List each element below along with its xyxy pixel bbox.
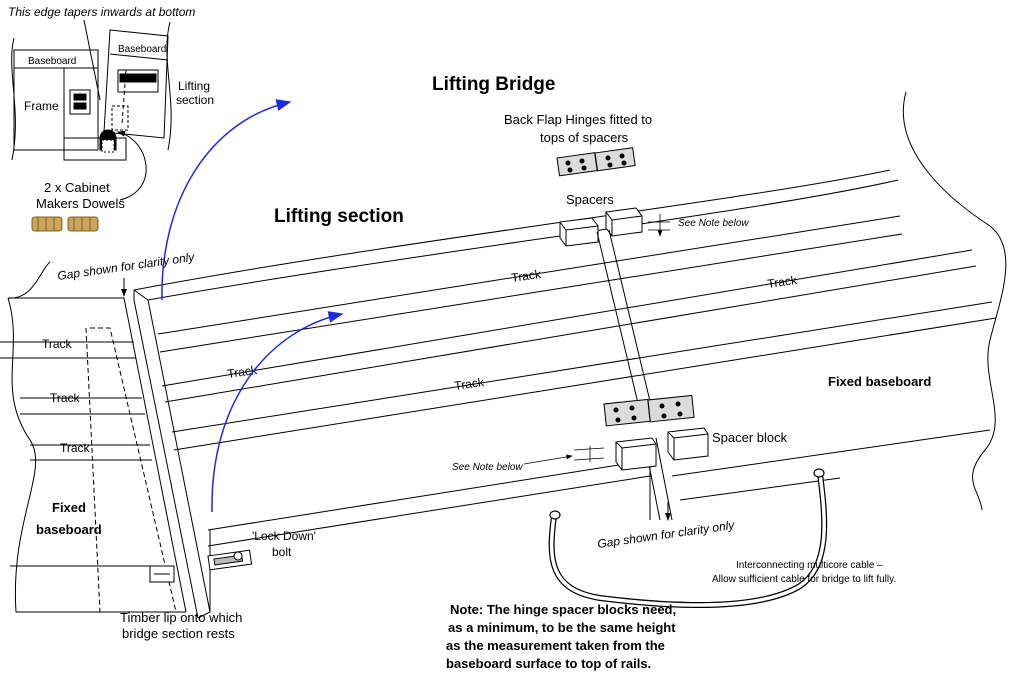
dowel-icon — [31, 216, 99, 232]
back-flap-label-2: tops of spacers — [540, 130, 629, 145]
track-label-4: Track — [453, 375, 485, 393]
inset-lifting-label-1: Lifting — [178, 79, 210, 93]
see-note-bottom: See Note below — [452, 462, 523, 473]
see-note-top-marker — [648, 214, 670, 237]
multicore-cable — [548, 468, 828, 609]
lock-down-label-1: 'Lock Down' — [252, 529, 316, 543]
lock-down-label-2: bolt — [272, 545, 292, 559]
lift-arrow-lower — [211, 311, 344, 513]
cable-label-2: Allow sufficient cable for bridge to lif… — [712, 574, 896, 585]
title-lifting-section: Lifting section — [274, 206, 404, 227]
timber-lip-label-1: Timber lip onto which — [120, 610, 242, 625]
inset-detail: This edge tapers inwards at bottom Baseb… — [8, 5, 214, 232]
inset-baseboard-left-label: Baseboard — [28, 56, 76, 67]
note-line-3: as the measurement taken from the — [446, 638, 665, 653]
lifting-section-body — [133, 91, 1007, 619]
spacers-label: Spacers — [566, 192, 614, 207]
inset-dowels-label-2: Makers Dowels — [36, 196, 125, 211]
note-line-1: Note: The hinge spacer blocks need, — [450, 602, 676, 617]
track-label-5: Track — [42, 337, 73, 351]
left-fixed-baseboard — [0, 261, 187, 613]
lift-arrow-upper — [161, 99, 292, 301]
see-note-bottom-marker — [523, 446, 605, 465]
gap-label-bottom: Gap shown for clarity only — [596, 518, 736, 551]
fixed-baseboard-right-label: Fixed baseboard — [828, 374, 931, 389]
inset-lifting-label-2: section — [176, 93, 214, 107]
fixed-baseboard-left-label-1: Fixed — [52, 500, 86, 515]
see-note-top: See Note below — [678, 218, 749, 229]
track-label-1: Track — [510, 267, 542, 285]
spacer-block-label: Spacer block — [712, 430, 788, 445]
track-label-2: Track — [766, 273, 798, 291]
title-lifting-bridge: Lifting Bridge — [432, 74, 555, 95]
hinge-bottom — [603, 394, 695, 427]
track-label-3: Track — [226, 363, 258, 381]
lock-down-bolt — [149, 549, 253, 583]
note-block: Note: The hinge spacer blocks need, as a… — [446, 602, 676, 671]
inset-dowels-label-1: 2 x Cabinet — [44, 180, 110, 195]
inset-baseboard-right-box — [103, 29, 169, 139]
timber-lip-label-2: bridge section rests — [122, 626, 235, 641]
taper-note: This edge tapers inwards at bottom — [8, 5, 195, 19]
spacer-blocks-bottom — [615, 427, 709, 471]
fixed-baseboard-left-label-2: baseboard — [36, 522, 102, 537]
back-flap-label-1: Back Flap Hinges fitted to — [504, 112, 652, 127]
note-line-4: baseboard surface to top of rails. — [446, 656, 651, 671]
track-label-7: Track — [60, 441, 91, 455]
gap-label-top: Gap shown for clarity only — [56, 250, 196, 283]
hinge-top — [556, 147, 636, 177]
cable-label-1: Interconnecting multicore cable – — [736, 560, 883, 571]
note-line-2: as a minimum, to be the same height — [448, 620, 676, 635]
inset-frame-label: Frame — [24, 99, 59, 113]
spacer-blocks-top — [559, 207, 643, 247]
track-label-6: Track — [50, 391, 81, 405]
inset-baseboard-right-label: Baseboard — [118, 44, 166, 55]
spacer-shaft — [596, 229, 673, 521]
